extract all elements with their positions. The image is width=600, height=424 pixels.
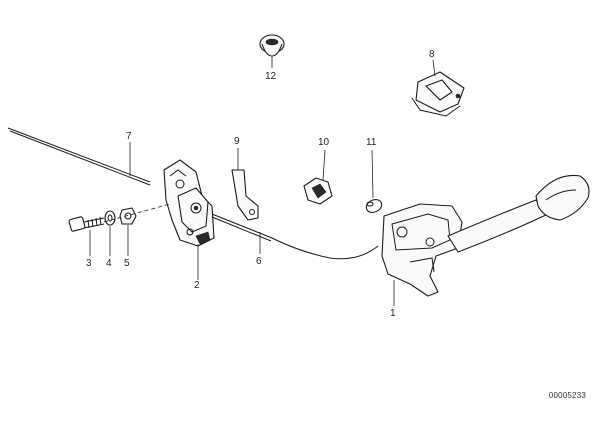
- callout-2: 2: [194, 280, 200, 291]
- part-4-washer: [104, 210, 116, 256]
- part-6-cable: [211, 213, 379, 260]
- callout-11: 11: [366, 137, 377, 148]
- part-2-lock: [163, 159, 215, 280]
- part-11-grommet: [365, 149, 383, 213]
- callout-10: 10: [318, 137, 330, 148]
- part-8-clip: [411, 59, 465, 117]
- callout-3: 3: [86, 258, 92, 269]
- callout-1: 1: [390, 308, 396, 319]
- callout-4: 4: [106, 258, 112, 269]
- callout-9: 9: [234, 136, 240, 147]
- part-9-bracket: [231, 148, 259, 221]
- callout-7: 7: [126, 131, 132, 142]
- part-7-cable: [7, 127, 151, 186]
- callout-6: 6: [256, 256, 262, 267]
- part-12-plug: [259, 34, 285, 68]
- callout-8: 8: [429, 49, 435, 60]
- part-3-bolt: [68, 216, 105, 256]
- callout-5: 5: [124, 258, 130, 269]
- part-1-release-lever: [381, 174, 590, 306]
- callout-12: 12: [265, 71, 277, 82]
- document-number: 00005233: [548, 391, 586, 400]
- part-10-clamp: [303, 149, 333, 205]
